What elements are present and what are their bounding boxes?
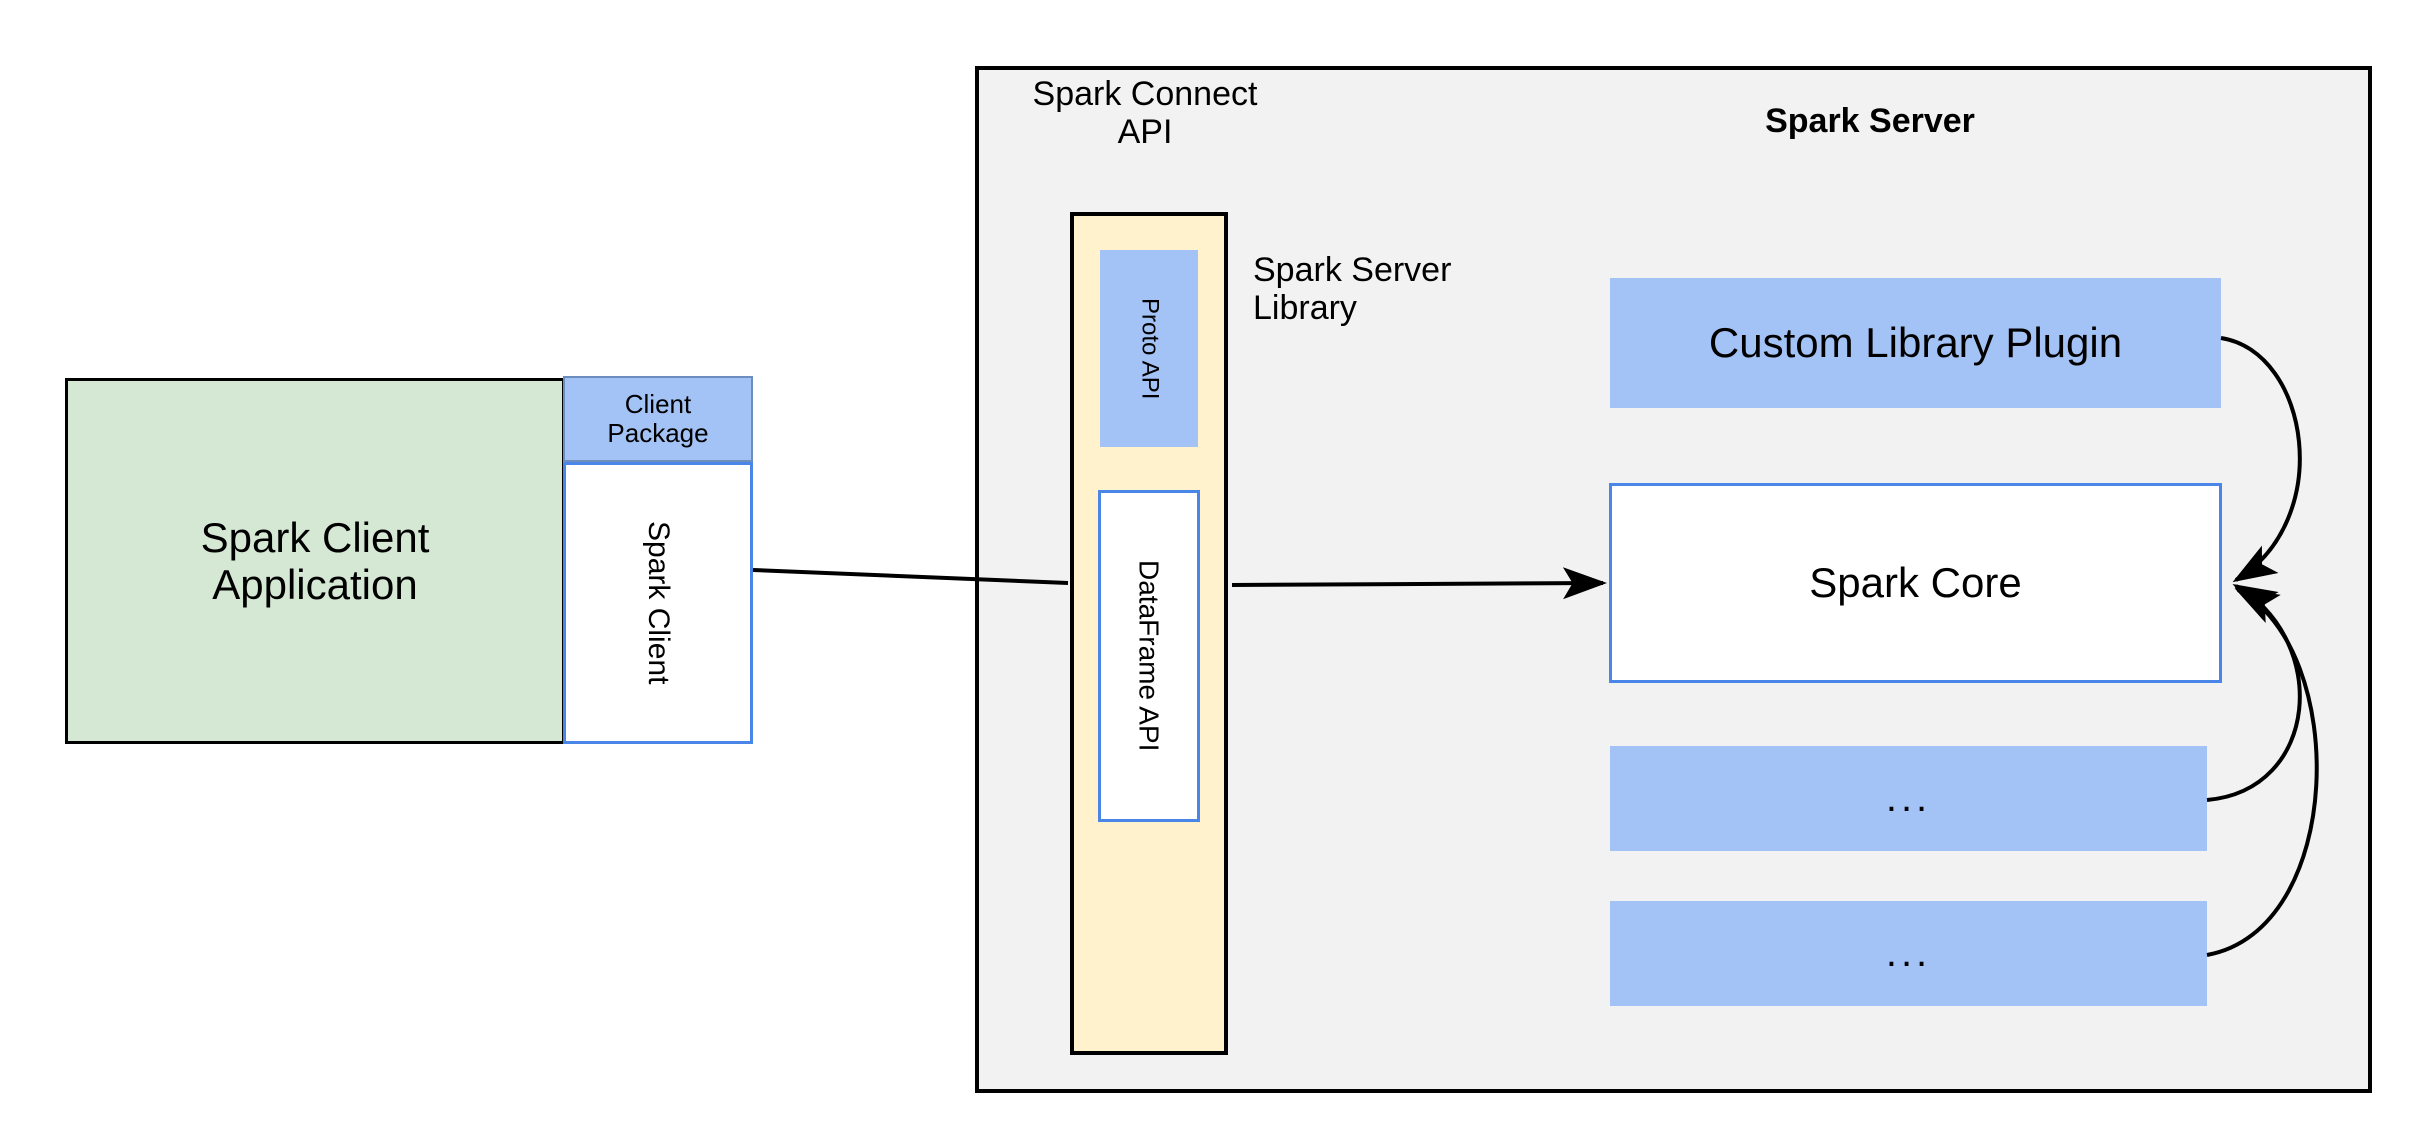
spark-server-library-label-line1: Spark Server [1253,250,1452,289]
client-package-label-line1: Client [624,388,692,419]
dataframe-api-label: DataFrame API [1133,560,1165,752]
spark-connect-api-label-line1: Spark Connect [1032,74,1258,113]
proto-api-label: Proto API [1136,297,1164,400]
spark-server-library-label-line2: Library [1253,289,1357,327]
spark-server-library-label: Spark Server Library [1253,244,1553,334]
spark-client-application-label-line2: Application [212,561,418,608]
spark-client-application-box[interactable]: Spark Client Application [65,378,565,744]
custom-library-plugin-box[interactable]: Custom Library Plugin [1610,278,2221,408]
spark-core-box[interactable]: Spark Core [1609,483,2222,683]
spark-connect-api-label-line2: API [1117,113,1173,151]
plugin-placeholder-label-1: ... [1885,776,1932,821]
spark-core-label: Spark Core [1809,559,2022,607]
client-package-box[interactable]: Client Package [563,376,753,462]
spark-connect-api-label: Spark Connect API [1000,68,1290,158]
spark-client-application-label-line1: Spark Client [200,513,430,561]
custom-library-plugin-label: Custom Library Plugin [1708,319,2123,367]
spark-client-application-label: Spark Client Application [201,514,430,608]
plugin-placeholder-label-2: ... [1885,931,1932,976]
spark-client-box[interactable]: Spark Client [563,462,753,744]
plugin-placeholder-box-1[interactable]: ... [1610,746,2207,851]
client-package-label: Client Package [607,388,709,448]
client-package-label-line2: Package [607,418,709,448]
spark-client-label: Spark Client [641,521,675,685]
dataframe-api-box[interactable]: DataFrame API [1098,490,1200,822]
plugin-placeholder-box-2[interactable]: ... [1610,901,2207,1006]
spark-server-title: Spark Server [1765,101,1975,140]
proto-api-box[interactable]: Proto API [1100,250,1198,447]
